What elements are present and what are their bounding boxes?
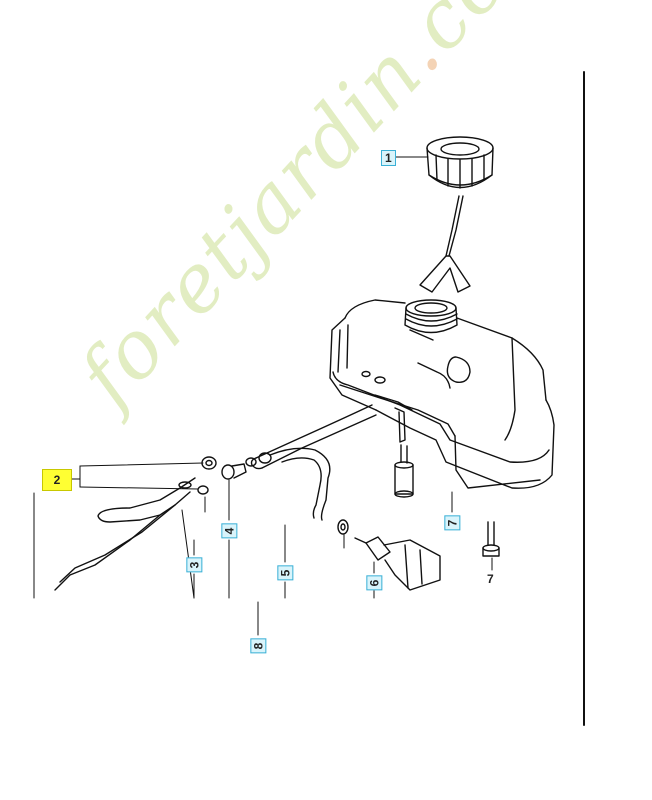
fitting-nut xyxy=(201,456,217,470)
callout-8[interactable]: 8 xyxy=(250,638,267,654)
callout-6[interactable]: 6 xyxy=(366,575,383,591)
filler-neck xyxy=(404,299,458,334)
callout-3[interactable]: 3 xyxy=(186,557,203,573)
callout-4[interactable]: 4 xyxy=(221,523,238,539)
callout-1[interactable]: 1 xyxy=(381,150,396,166)
return-hose-part xyxy=(54,477,196,591)
cap-strap xyxy=(445,195,464,257)
callout-7-tank[interactable]: 7 xyxy=(444,515,461,531)
callout-2[interactable]: 2 xyxy=(42,469,72,491)
callout-5[interactable]: 5 xyxy=(277,565,294,581)
mounting-screw-right xyxy=(482,521,500,557)
fuel-filter-part xyxy=(354,536,441,591)
grommet-part xyxy=(245,452,272,467)
fuel-hose-part xyxy=(250,404,377,521)
hose-clamp xyxy=(197,485,209,495)
leader-lines xyxy=(33,156,493,636)
washer-part xyxy=(337,519,349,535)
fuel-cap-part xyxy=(426,136,494,189)
fuel-tank-part xyxy=(329,299,555,489)
mounting-screw-left xyxy=(394,444,414,498)
callout-7-screw[interactable]: 7 xyxy=(487,572,494,586)
tank-valve-part xyxy=(221,463,247,480)
